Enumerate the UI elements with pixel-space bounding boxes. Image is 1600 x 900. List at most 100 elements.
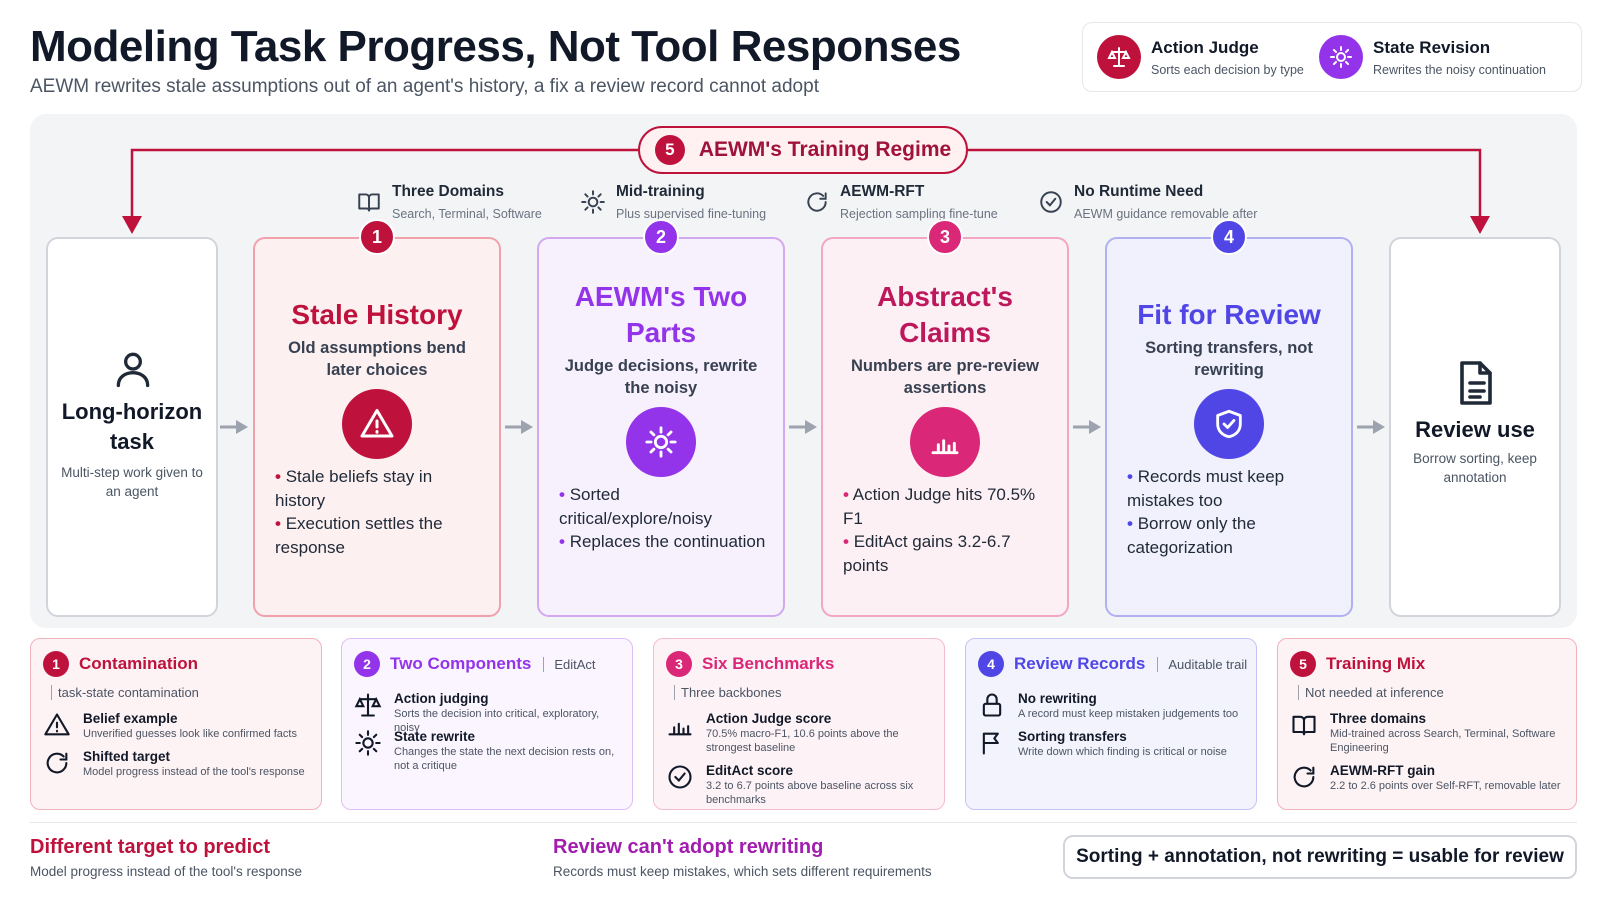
stage-title: Fit for Review [1137,299,1321,330]
stage-card-fit-for-review: 4 Fit for Review Sorting transfers, not … [1105,219,1353,617]
bullet-item: • Stale beliefs stay in history [275,467,433,510]
chart-icon [910,407,980,477]
legend-sub: Sorts each decision by type [1151,62,1304,77]
legend-title: Action Judge [1151,37,1259,57]
stage-card-abstract-claims: 3 Abstract's Claims Numbers are pre-revi… [821,219,1069,617]
footer-divider [30,822,1577,823]
stage-badge: 3 [927,219,963,255]
stage-subtitle: Old assumptions bend later choices [288,339,466,379]
footer-summary-box: Sorting + annotation, not rewriting = us… [1063,835,1577,879]
flow-arrow [789,420,817,434]
detail-line: Three backbones [674,685,781,700]
flag-icon [982,732,999,755]
detail-badge: 2 [354,651,380,677]
stage-badge: 2 [643,219,679,255]
bullet-item: • Execution settles the response [275,514,443,557]
sun-icon [626,407,696,477]
page-title: Modeling Task Progress, Not Tool Respons… [30,22,961,71]
sun-icon [355,730,381,756]
chart-icon [668,722,692,736]
detail-badge: 1 [43,651,69,677]
check-circle-icon [668,765,692,789]
detail-badge: 3 [666,651,692,677]
start-sub: Multi-step work given to an agent [61,465,203,499]
shield-check-icon [1194,389,1264,459]
legend: Action Judge Sorts each decision by type… [1082,22,1582,92]
flow-arrow [505,420,533,434]
bullet-item: • EditAct gains 3.2-6.7 points [843,532,1011,575]
refresh-icon [807,192,827,212]
stage-card-aewm-two-parts: 2 AEWM's Two Parts Judge decisions, rewr… [537,219,785,617]
feature-aewm-rft: AEWM-RFT Rejection sampling fine-tune [804,183,998,221]
footer-left-sub: Model progress instead of the tool's res… [30,864,302,879]
detail-title: Two Components [390,654,532,673]
feature-sub: Rejection sampling fine-tune [840,207,998,221]
user-icon [116,352,150,388]
footer-mid-sub: Records must keep mistakes, which sets d… [553,864,932,879]
detail-line: task-state contamination [51,685,199,700]
feature-title: AEWM-RFT [840,183,925,200]
page-subtitle: AEWM rewrites stale assumptions out of a… [30,76,819,97]
detail-title: Contamination [79,654,198,673]
regime-label: AEWM's Training Regime [698,138,952,161]
stage-subtitle: Numbers are pre-review assertions [850,357,1039,397]
scale-icon [354,693,382,717]
start-card-long-horizon-task: Long-horizon task Multi-step work given … [46,237,218,617]
stage-badge: 4 [1211,219,1247,255]
legend-item-state-revision: State Revision Rewrites the noisy contin… [1319,35,1546,79]
check-circle-icon [1040,191,1062,213]
feature-title: Three Domains [392,183,504,200]
book-icon [1292,715,1316,736]
legend-sub: Rewrites the noisy continuation [1373,62,1547,77]
stage-bullets: • Stale beliefs stay in history • Execut… [275,465,485,559]
lock-icon [982,693,1002,717]
bullet-item: • Borrow only the categorization [1127,514,1256,557]
stage-subtitle: Sorting transfers, not rewriting [1145,339,1313,379]
feature-title: Mid-training [616,183,705,200]
feature-sub: Search, Terminal, Software [392,207,542,221]
feature-sub: AEWM guidance removable after [1074,207,1258,221]
legend-item-action-judge: Action Judge Sorts each decision by type [1097,35,1304,79]
detail-tag: EditAct [543,656,596,672]
stage-bullets: • Action Judge hits 70.5% F1 • EditAct g… [843,483,1053,577]
legend-title: State Revision [1373,37,1491,57]
feature-sub: Plus supervised fine-tuning [616,207,767,221]
refresh-icon [46,752,68,774]
regime-number: 5 [654,135,685,165]
stage-badge: 1 [359,219,395,255]
end-card-review-use: Review use Borrow sorting, keep annotati… [1389,237,1561,617]
sun-icon [581,190,605,214]
stage-subtitle: Judge decisions, rewrite the noisy [564,357,758,397]
sun-icon [1319,35,1363,79]
end-title: Review use [1415,417,1535,442]
feature-title: No Runtime Need [1074,183,1204,200]
stage-title: AEWM's Two Parts [574,281,748,348]
bullet-item: • Sorted critical/explore/noisy [559,485,713,528]
stage-title: Abstract's Claims [877,281,1013,348]
warning-icon [44,713,70,736]
detail-badge: 4 [978,651,1004,677]
detail-badge: 5 [1290,651,1316,677]
bullet-item: • Replaces the continuation [559,532,766,551]
bullet-item: • Action Judge hits 70.5% F1 [843,485,1036,528]
flow-arrow [220,420,248,434]
flow-arrow [1357,420,1385,434]
detail-title: Review Records [1014,654,1146,673]
training-regime-pill: 5 AEWM's Training Regime [638,126,968,174]
detail-tag: Auditable trail [1157,656,1247,672]
start-title: Long-horizon task [61,399,203,454]
